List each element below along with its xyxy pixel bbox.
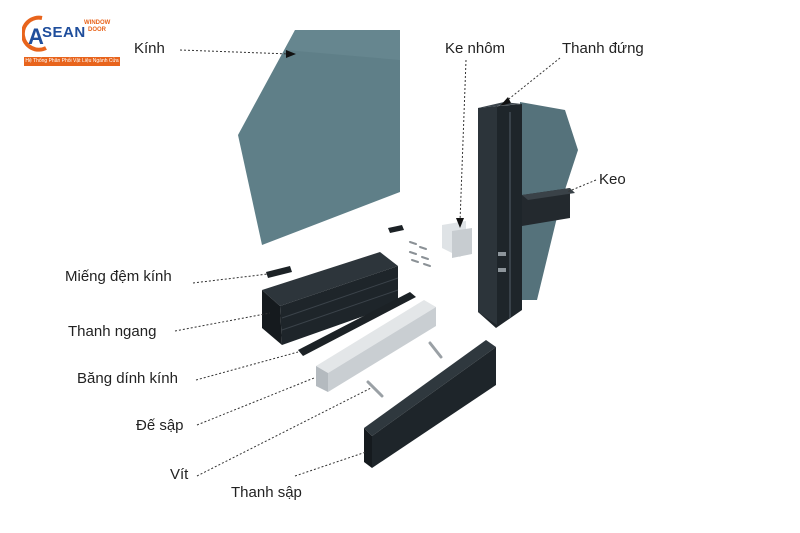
- label-thanh-sap: Thanh sập: [231, 484, 302, 501]
- vertical-mullion: [478, 102, 522, 328]
- logo-tagline: Hệ Thống Phân Phối Vật Liệu Ngành Cửa: [24, 57, 120, 66]
- label-mieng-dem-kinh: Miếng đệm kính: [65, 268, 172, 285]
- label-kinh: Kính: [134, 40, 165, 57]
- label-ke-nhom: Ke nhôm: [445, 40, 505, 57]
- pressure-cap: [364, 340, 496, 468]
- label-thanh-ngang: Thanh ngang: [68, 323, 156, 340]
- aluminium-bracket: [442, 221, 472, 258]
- logo-sub-window: WINDOW: [84, 20, 110, 26]
- label-bang-dinh-kinh: Băng dính kính: [77, 370, 178, 387]
- bracket-screws: [410, 242, 430, 266]
- label-keo: Keo: [599, 171, 626, 188]
- label-thanh-dung: Thanh đứng: [562, 40, 644, 57]
- logo-brand: SEAN: [42, 24, 86, 41]
- asean-logo: A SEAN WINDOW DOOR Hệ Thống Phân Phối Vậ…: [22, 14, 124, 70]
- label-vit: Vít: [170, 466, 188, 483]
- label-de-sap: Đế sập: [136, 417, 184, 434]
- glass-pane: [238, 30, 400, 245]
- logo-sub-door: DOOR: [88, 27, 106, 33]
